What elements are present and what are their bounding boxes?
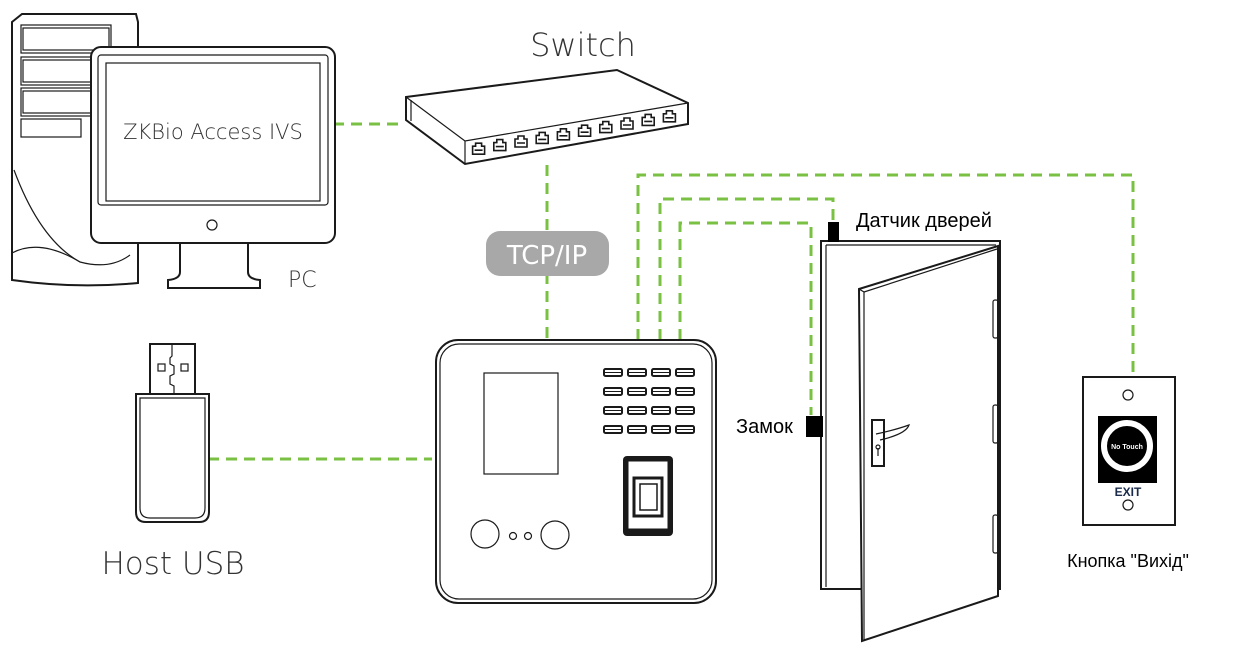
switch-port-icon — [577, 124, 592, 137]
exit-button-node: No Touch EXIT Кнопка "Вихід" — [1067, 376, 1189, 571]
exit-button-icon: No Touch EXIT — [1082, 376, 1176, 526]
door-handle-icon — [871, 419, 910, 467]
connections — [208, 122, 1135, 461]
door-sensor-label: Датчик дверей — [856, 210, 992, 232]
switch-port-icon — [662, 110, 677, 123]
lock-icon — [806, 416, 823, 437]
tcp-ip-label: TCP/IP — [506, 241, 587, 271]
wire-terminal-to-exit-button — [636, 173, 1135, 378]
switch-port-icon — [471, 142, 486, 155]
access-terminal-icon — [435, 339, 717, 604]
tcp-ip-badge: TCP/IP — [486, 231, 609, 276]
switch-ports — [471, 110, 677, 155]
usb-drive-icon — [135, 343, 210, 523]
terminal-camera-right — [540, 520, 570, 550]
wire-terminal-to-lock — [678, 221, 813, 415]
usb-node: Host USB — [101, 343, 245, 582]
exit-button-label: Кнопка "Вихід" — [1067, 551, 1189, 571]
switch-node: Switch — [405, 26, 689, 166]
pc-label: PC — [288, 268, 317, 293]
switch-port-icon — [556, 128, 571, 141]
switch-port-icon — [493, 138, 507, 152]
pc-screen-text: ZKBio Access IVS — [123, 120, 303, 144]
exit-caption: EXIT — [1115, 485, 1142, 499]
door-sensor-icon — [828, 222, 839, 242]
pc-monitor-icon — [90, 46, 336, 289]
switch-port-icon — [641, 113, 655, 127]
usb-label: Host USB — [101, 546, 244, 582]
switch-port-icon — [620, 117, 634, 130]
no-touch-text: No Touch — [1111, 444, 1143, 451]
terminal-keypad — [603, 368, 695, 434]
terminal-camera-left — [470, 519, 500, 549]
fingerprint-sensor-icon — [623, 456, 673, 536]
door-node: Датчик дверей Замок — [736, 210, 1001, 643]
network-switch-icon — [405, 68, 689, 166]
terminal-node — [435, 339, 717, 604]
switch-port-icon — [599, 120, 613, 134]
switch-port-icon — [514, 135, 528, 148]
door-icon — [820, 240, 1001, 643]
terminal-screen — [483, 372, 559, 475]
switch-port-icon — [535, 131, 549, 145]
lock-label: Замок — [736, 416, 793, 438]
wire-terminal-to-door-sensor — [658, 197, 835, 340]
switch-label: Switch — [530, 26, 636, 64]
pc-node: ZKBio Access IVS PC — [11, 13, 336, 293]
